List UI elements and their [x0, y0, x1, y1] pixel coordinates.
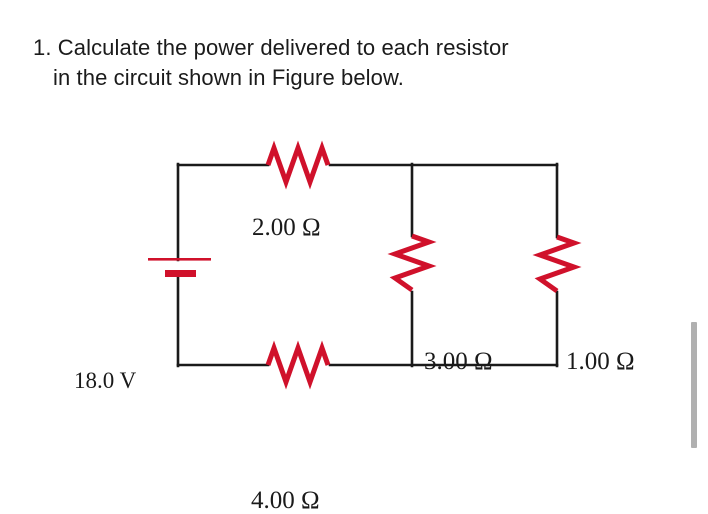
circuit-schematic-svg: [148, 140, 582, 390]
battery-symbol-18v: [148, 258, 211, 277]
circuit-diagram: 2.00 Ω 4.00 Ω 3.00 Ω 1.00 Ω 18.0 V: [0, 100, 708, 513]
question-text: 1. Calculate the power delivered to each…: [33, 33, 673, 93]
resistor-symbol-3-ohm: [387, 233, 437, 293]
question-line-1: 1. Calculate the power delivered to each…: [33, 35, 509, 60]
resistor-label-3-ohm: 3.00 Ω: [424, 348, 493, 375]
battery-negative-plate: [165, 270, 196, 277]
resistor-symbol-4-ohm: [265, 340, 331, 390]
battery-positive-plate: [148, 258, 211, 261]
resistor-label-2-ohm: 2.00 Ω: [252, 214, 321, 241]
resistor-label-4-ohm: 4.00 Ω: [251, 487, 320, 514]
circuit-wires: [176, 162, 559, 368]
resistor-symbol-2-ohm: [265, 140, 331, 190]
resistor-symbol-1-ohm: [532, 234, 582, 294]
vertical-scrollbar-thumb[interactable]: [691, 322, 697, 448]
battery-label-18v: 18.0 V: [74, 368, 137, 393]
resistor-label-1-ohm: 1.00 Ω: [566, 348, 635, 375]
question-line-2: in the circuit shown in Figure below.: [53, 65, 404, 90]
page-canvas: 1. Calculate the power delivered to each…: [0, 33, 708, 513]
